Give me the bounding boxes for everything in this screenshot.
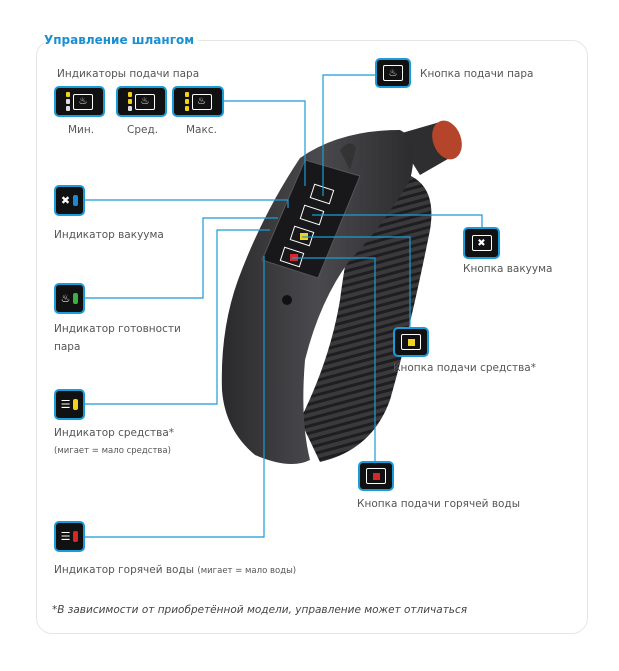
hot-water-indicator-icon: ☰ — [54, 521, 85, 552]
steam-level-mid-icon: ♨ — [116, 86, 167, 117]
detergent-button-label: Кнопка подачи средства* — [393, 362, 536, 374]
steam-button-label: Кнопка подачи пара — [420, 68, 534, 80]
frame — [36, 40, 588, 634]
leader-hotwater-button — [292, 257, 376, 462]
steam-ready-indicator-label: Индикатор готовности пара — [54, 323, 181, 353]
leader-ready-indicator — [84, 217, 278, 299]
vacuum-button-icon: ✖ — [463, 227, 500, 259]
panel-steam-button — [309, 183, 335, 205]
detergent-indicator-label: Индикатор средства* — [54, 427, 175, 439]
detergent-indicator-note: (мигает = мало средства) — [54, 446, 171, 456]
leader-hotwater-indicator — [84, 256, 265, 538]
hot-water-indicator-text: Индикатор горячей воды (мигает = мало во… — [54, 564, 296, 576]
hot-water-button-label: Кнопка подачи горячей воды — [357, 498, 520, 510]
detergent-indicator-icon: ☰ — [54, 389, 85, 420]
control-panel — [261, 159, 361, 279]
leader-steam-button — [322, 74, 375, 196]
panel-detergent-button — [289, 225, 315, 247]
steam-level-max-label: Макс. — [186, 124, 217, 136]
diagram-title: Управление шлангом — [44, 33, 199, 47]
vacuum-button-label: Кнопка вакуума — [463, 263, 553, 275]
leader-detergent-button — [302, 236, 411, 328]
steam-level-mid-label: Сред. — [127, 124, 159, 136]
hot-water-button-icon — [358, 461, 394, 491]
leader-detergent-indicator — [84, 229, 270, 405]
handle-body — [221, 130, 414, 464]
trigger-top — [340, 143, 356, 170]
leader-steam-indicators — [224, 100, 306, 186]
vacuum-indicator-icon: ✖ — [54, 185, 85, 216]
hot-water-indicator-label: Индикатор горячей воды — [54, 564, 195, 576]
panel-vacuum-button — [299, 204, 325, 226]
nozzle-ring — [432, 120, 462, 160]
steam-level-max-icon: ♨ — [172, 86, 224, 117]
footnote: *В зависимости от приобретённой модели, … — [52, 604, 468, 616]
detergent-button-icon — [393, 327, 429, 357]
corrugated-hose — [300, 170, 432, 462]
steam-indicators-label: Индикаторы подачи пара — [57, 68, 200, 80]
steam-button-icon: ♨ — [375, 58, 411, 88]
panel-hotwater-button — [279, 246, 305, 268]
steam-level-min-label: Мин. — [68, 124, 95, 136]
leader-vacuum-button — [312, 214, 483, 228]
leader-vacuum-indicator — [84, 199, 289, 208]
vacuum-indicator-label: Индикатор вакуума — [54, 229, 164, 241]
hot-water-indicator-note: (мигает = мало воды) — [197, 566, 297, 576]
steam-ready-indicator-icon: ♨ — [54, 283, 85, 314]
steam-level-min-icon: ♨ — [54, 86, 105, 117]
